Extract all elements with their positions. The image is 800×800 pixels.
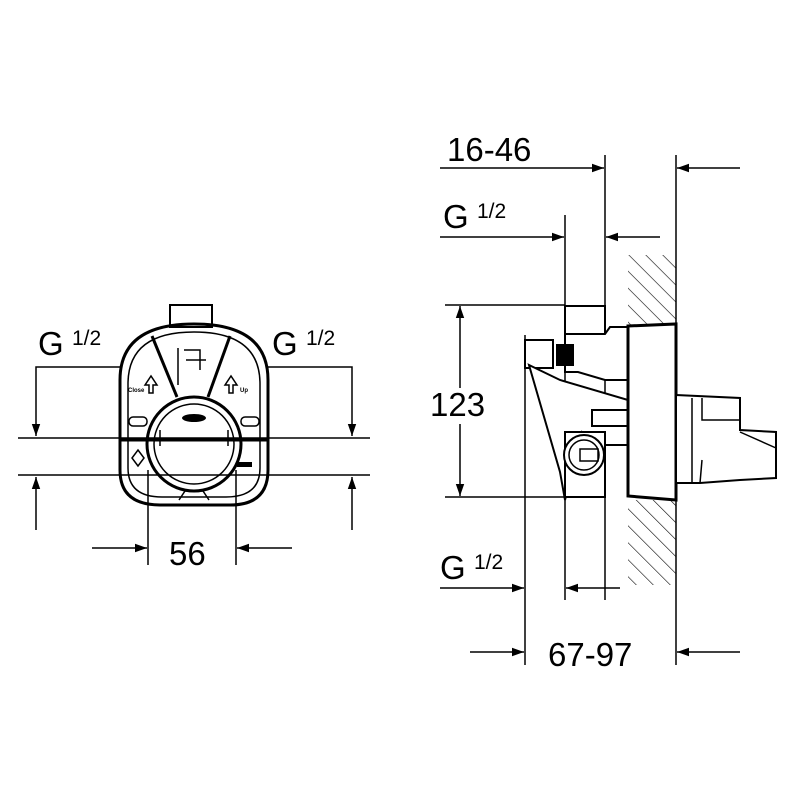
inlet-right-arrow (268, 366, 357, 436)
depth-top-dimension: 16-46 (447, 131, 531, 168)
svg-text:G: G (272, 325, 298, 362)
brand-logo (182, 414, 206, 422)
small-label-plate (237, 462, 252, 467)
control-dial-inner (153, 403, 235, 485)
right-slot (240, 416, 260, 427)
top-tab (169, 304, 213, 328)
extension-sleeve (675, 393, 777, 484)
svg-text:1/2: 1/2 (474, 551, 503, 574)
svg-text:1/2: 1/2 (72, 327, 101, 350)
svg-text:G: G (440, 549, 466, 586)
mounting-plate (626, 322, 678, 502)
inlet-bottom-label: G 1/2 (440, 549, 503, 586)
inlet-top-label: G 1/2 (443, 198, 506, 235)
schematic-icon (177, 348, 206, 385)
valve-side-body (524, 305, 777, 502)
svg-text:1/2: 1/2 (306, 327, 335, 350)
stem (591, 409, 629, 427)
thread-detail (556, 344, 574, 366)
depth-bottom-dimension: 67-97 (548, 636, 632, 673)
sleeve-detail (691, 398, 777, 484)
svg-text:G: G (443, 198, 469, 235)
inlet-left-arrow (31, 366, 120, 436)
left-slot (128, 416, 148, 427)
label-up: Up (240, 388, 248, 394)
inlet-right-label: G 1/2 (272, 325, 335, 362)
outlet-ring-inner (568, 439, 600, 471)
inlet-left-label: G 1/2 (38, 325, 101, 362)
outlet-ring (563, 434, 605, 476)
side-view: 16-46 G 1/2 123 G 1/2 67-97 (428, 131, 777, 673)
close-arrow-icon (143, 374, 159, 394)
wall-hatch-top (628, 255, 676, 325)
valve-inner-outline (127, 331, 261, 498)
outlet-port (579, 448, 599, 462)
width-dimension: 56 (169, 535, 206, 572)
height-dimension: 123 (430, 386, 485, 423)
side-cap (524, 339, 554, 369)
upper-body (564, 326, 629, 381)
wall-hatch-bottom (628, 500, 676, 585)
front-view: 56 Close Up G 1/2 G 1/2 (18, 304, 370, 572)
up-arrow-icon (223, 374, 239, 394)
svg-text:G: G (38, 325, 64, 362)
svg-text:1/2: 1/2 (477, 200, 506, 223)
segment-line-left (150, 335, 179, 398)
segment-line-right (206, 335, 232, 398)
valve-outline (118, 322, 270, 507)
bottom-notch (178, 490, 210, 501)
recycle-icon (131, 448, 145, 468)
control-dial (145, 395, 243, 493)
top-nut (564, 305, 606, 335)
label-close: Close (128, 388, 145, 394)
